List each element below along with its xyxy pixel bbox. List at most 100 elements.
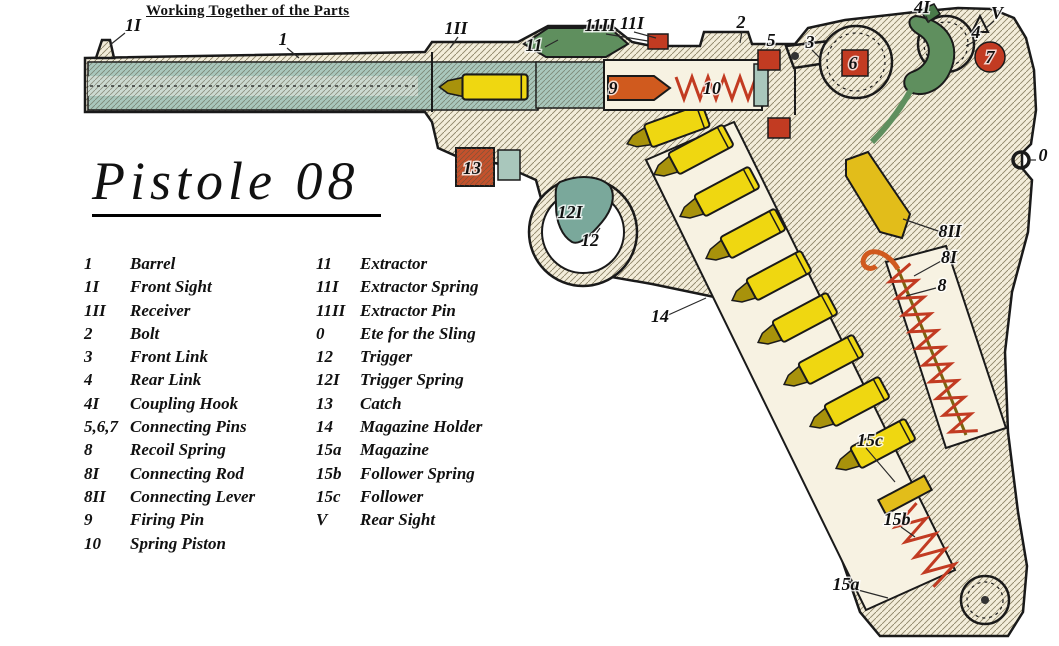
legend-part-number: 8 [84, 440, 93, 460]
diagram-callout-7: 7 [986, 47, 996, 67]
page-title: Working Together of the Parts [146, 3, 350, 19]
legend-part-name: Firing Pin [130, 510, 205, 530]
recoil-spring-assembly [845, 150, 1008, 450]
legend-part-name: Front Sight [130, 277, 212, 297]
legend-part-name: Trigger [360, 347, 413, 367]
legend-part-name: Receiver [130, 300, 191, 320]
diagram-callout-2: 2 [736, 12, 746, 32]
base-pin [981, 596, 989, 604]
diagram-callout-V: V [991, 3, 1005, 23]
rear-link [903, 14, 956, 95]
legend-part-number: 8II [84, 486, 106, 506]
legend-part-name: Barrel [130, 254, 176, 273]
legend-part-name: Connecting Pins [130, 417, 247, 437]
legend-row: 12 Trigger [316, 345, 576, 368]
rear-sight [970, 13, 990, 33]
legend-part-number: 12 [316, 347, 333, 367]
legend-part-number: V [316, 510, 328, 530]
legend-part-number: 12I [316, 370, 340, 390]
link-pin [791, 52, 799, 60]
legend-part-number: 13 [316, 393, 333, 413]
diagram-callout-8: 8 [938, 275, 947, 295]
diagram-callout-6: 6 [849, 53, 858, 73]
diagram-callout-15b: 15b [884, 509, 911, 529]
legend-part-name: Rear Link [130, 370, 202, 390]
diagram-callout-12I: 12I [557, 202, 583, 222]
spring-piston [674, 72, 764, 104]
legend-row: 1II Receiver [84, 299, 316, 322]
recoil-spring [885, 262, 978, 434]
diagram-callout-10: 10 [703, 78, 721, 98]
legend-part-name: Trigger Spring [360, 370, 464, 390]
trigger-assembly [455, 147, 614, 244]
diagram-callout-15a: 15a [833, 574, 860, 594]
legend-part-name: Rear Sight [360, 510, 436, 530]
connecting-lever [845, 150, 912, 240]
rear-toggle-assembly [757, 3, 1031, 170]
connecting-pin-5 [757, 49, 781, 71]
legend-part-number: 1II [84, 300, 106, 320]
legend-part-number: 1I [84, 277, 100, 297]
diagram-callout-1II: 1II [444, 18, 468, 38]
legend-part-name: Follower Spring [360, 463, 475, 483]
follower-spring [891, 502, 960, 588]
magazine-follower [876, 474, 934, 516]
legend-part-name: Catch [360, 393, 402, 413]
legend-part-name: Magazine Holder [360, 417, 483, 437]
legend-part-name: Extractor [360, 254, 428, 273]
magazine [622, 102, 960, 612]
diagram-callout-1I: 1I [125, 15, 142, 35]
receiver-and-bolt [431, 27, 796, 115]
grip-base [959, 574, 1011, 626]
legend-row: 9 Firing Pin [84, 508, 316, 531]
connecting-pin-7 [974, 41, 1006, 73]
diagram-callout-14: 14 [651, 306, 669, 326]
diagram-callout-11I: 11I [620, 13, 645, 33]
diagram-callout-9: 9 [609, 78, 618, 98]
extractor [522, 27, 630, 58]
legend-part-number: 15a [316, 440, 342, 460]
legend-part-number: 2 [84, 323, 93, 343]
coupling-hook [918, 3, 942, 24]
legend-row: 1I Front Sight [84, 275, 316, 298]
diagram-callout-12: 12 [581, 230, 599, 250]
connecting-pin-6 [841, 49, 869, 77]
legend-part-number: 9 [84, 510, 93, 530]
front-sight [94, 38, 116, 60]
legend-part-name: Bolt [130, 323, 160, 343]
diagram-callout-3: 3 [805, 32, 815, 52]
legend-part-name: Extractor Spring [360, 277, 479, 297]
legend-row: 2 Bolt [84, 322, 316, 345]
knurl-ring [826, 32, 886, 92]
connecting-rod-hook [860, 249, 901, 271]
legend-part-name: Coupling Hook [130, 393, 239, 413]
legend-part-number: 8I [84, 463, 100, 483]
diagram-callout-1: 1 [279, 29, 288, 49]
diagram-callout-4: 4 [971, 22, 981, 42]
diagram-callout-8II: 8II [938, 221, 962, 241]
legend-part-number: 11II [316, 300, 346, 320]
legend-part-number: 1 [84, 254, 93, 273]
legend-row: 12I Trigger Spring [316, 368, 576, 391]
legend-part-number: 0 [316, 323, 325, 343]
legend-row: V Rear Sight [316, 508, 576, 531]
legend-part-name: Follower [360, 486, 424, 506]
